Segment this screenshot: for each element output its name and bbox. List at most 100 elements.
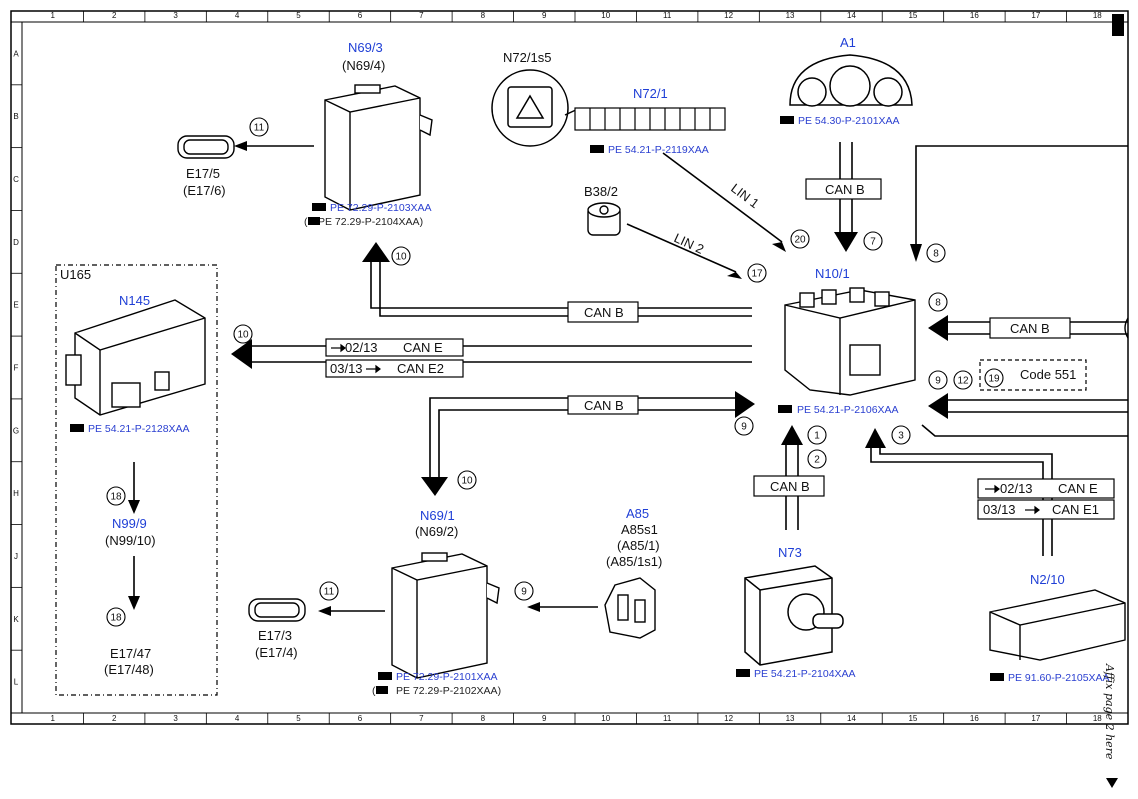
n69-1-alt: (N69/2) xyxy=(415,524,458,539)
n72-1-ref: PE 54.21-P-2119XAA xyxy=(608,144,709,156)
grid-col-label: 14 xyxy=(847,714,856,723)
circle-3: 3 xyxy=(891,425,911,445)
bus-label-boxes xyxy=(55,178,1115,696)
a1-cluster xyxy=(789,54,913,107)
grid-col-label: 17 xyxy=(1031,714,1040,723)
grid-row-label: A xyxy=(13,49,19,58)
b38-2-name: B38/2 xyxy=(584,184,618,199)
can-b-label: CAN B xyxy=(584,305,624,320)
n69-1-ref2: PE 72.29-P-2102XAA) xyxy=(396,685,501,697)
circle-10: 10 xyxy=(391,246,411,266)
a85-sub2: (A85/1) xyxy=(617,538,660,553)
u165-name: U165 xyxy=(60,267,91,282)
n73-name: N73 xyxy=(778,545,802,560)
n10-1-sam xyxy=(784,287,916,396)
circle-19: 19 xyxy=(984,368,1004,388)
grid-col-label: 1 xyxy=(50,714,55,723)
grid-col-label: 8 xyxy=(481,714,486,723)
n69-1-module xyxy=(391,552,500,679)
grid-col-label: 11 xyxy=(663,11,672,20)
svg-text:9: 9 xyxy=(741,422,747,433)
n73-ignition xyxy=(744,565,844,666)
grid-row-label: F xyxy=(14,364,19,373)
circle-17: 17 xyxy=(747,263,767,283)
a85-switch xyxy=(604,577,656,639)
grid-col-label: 5 xyxy=(296,714,301,723)
grid-col-label: 1 xyxy=(50,11,55,20)
svg-text:(: ( xyxy=(372,685,376,697)
page-ref-0313: 03/13 xyxy=(330,361,363,376)
circle-1: 1 xyxy=(807,425,827,445)
grid-col-label: 9 xyxy=(542,714,547,723)
a1-ref: PE 54.30-P-2101XAA xyxy=(798,115,900,127)
grid-col-label: 15 xyxy=(908,714,917,723)
grid-row-label: L xyxy=(14,678,19,687)
grid-col-label: 17 xyxy=(1031,11,1040,20)
n69-3-ref1: PE 72.29-P-2103XAA xyxy=(330,202,432,214)
labels: N69/3 (N69/4) PE 72.29-P-2103XAA PE 72.2… xyxy=(60,35,1110,697)
circle-12: 12 xyxy=(953,370,973,390)
grid-col-label: 16 xyxy=(970,11,979,20)
svg-text:2: 2 xyxy=(814,455,820,466)
grid-col-label: 18 xyxy=(1093,714,1102,723)
grid-row-label: E xyxy=(13,301,18,310)
e17-3-alt: (E17/4) xyxy=(255,645,298,660)
e17-5-alt: (E17/6) xyxy=(183,183,226,198)
code-551-label: Code 551 xyxy=(1020,367,1076,382)
circle-8: 8 xyxy=(928,292,948,312)
e17-3-lamp xyxy=(248,598,306,622)
grid-col-label: 12 xyxy=(724,11,733,20)
book-icon xyxy=(780,116,794,124)
grid-col-label: 4 xyxy=(235,714,240,723)
circle-8: 8 xyxy=(926,243,946,263)
n145-name: N145 xyxy=(119,293,150,308)
svg-text:10: 10 xyxy=(395,252,407,263)
grid-col-label: 8 xyxy=(481,11,486,20)
n69-3-ref2: PE 72.29-P-2104XAA) xyxy=(318,216,423,228)
grid-col-label: 18 xyxy=(1093,11,1102,20)
book-icon xyxy=(312,203,326,211)
grid-col-label: 6 xyxy=(358,11,363,20)
svg-text:7: 7 xyxy=(870,237,876,248)
grid-col-label: 3 xyxy=(173,714,178,723)
a85-sub3: (A85/1s1) xyxy=(606,554,662,569)
can-b-label: CAN B xyxy=(770,479,810,494)
can-b-label: CAN B xyxy=(584,398,624,413)
grid-row-label: B xyxy=(13,112,18,121)
book-icon xyxy=(70,424,84,432)
grid-col-label: 13 xyxy=(786,11,795,20)
book-icon xyxy=(376,686,388,694)
svg-text:10: 10 xyxy=(461,476,473,487)
e17-47-alt: (E17/48) xyxy=(104,662,154,677)
svg-text:20: 20 xyxy=(794,235,806,246)
n72-1-panel xyxy=(574,107,726,131)
can-e1-label: CAN E1 xyxy=(1052,502,1099,517)
corner-marker xyxy=(1112,14,1124,36)
n2-10-module xyxy=(989,589,1126,661)
circle-11: 11 xyxy=(249,117,269,137)
book-icon xyxy=(590,145,604,153)
grid-col-label: 16 xyxy=(970,714,979,723)
book-icon xyxy=(990,673,1004,681)
grid-row-label: K xyxy=(13,615,19,624)
e17-5-lamp xyxy=(177,135,235,159)
page-ref-arrows xyxy=(331,343,1040,515)
book-icon xyxy=(736,669,750,677)
n99-9-name: N99/9 xyxy=(112,516,147,531)
n69-3-name: N69/3 xyxy=(348,40,383,55)
circle-20: 20 xyxy=(790,229,810,249)
grid-col-label: 9 xyxy=(542,11,547,20)
grid-col-label: 4 xyxy=(235,11,240,20)
grid-col-label: 15 xyxy=(908,11,917,20)
grid-col-label: 7 xyxy=(419,714,424,723)
svg-text:11: 11 xyxy=(324,587,335,598)
can-e-label: CAN E xyxy=(403,340,443,355)
grid-col-label: 10 xyxy=(601,11,610,20)
book-icon xyxy=(308,217,320,225)
svg-text:9: 9 xyxy=(935,376,941,387)
page-ref-0213: 02/13 xyxy=(345,340,378,355)
n72-1s5-name: N72/1s5 xyxy=(503,50,551,65)
ref-book-icons xyxy=(70,116,1004,694)
grid-row-label: J xyxy=(14,552,18,561)
